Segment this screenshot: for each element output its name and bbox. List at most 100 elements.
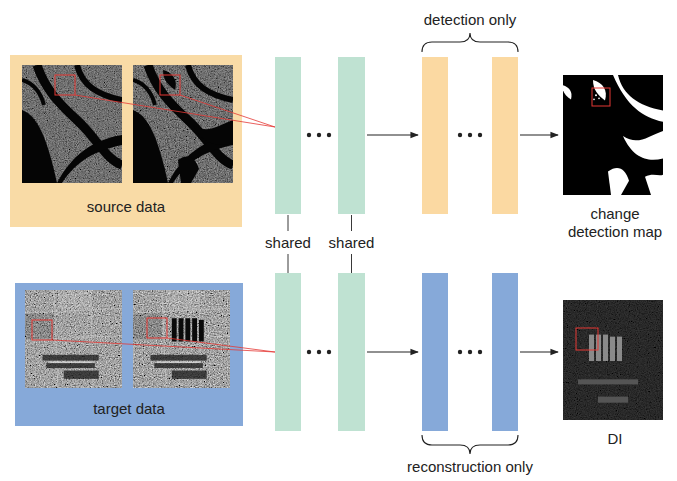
data-panel: source data <box>10 55 242 227</box>
image-cmap <box>563 75 663 195</box>
curly-bracket <box>422 435 518 454</box>
image-src2 <box>133 65 233 183</box>
image-tgt1 <box>54 290 58 388</box>
image-di <box>589 335 622 361</box>
image-cmap <box>623 131 663 160</box>
image-cmap <box>608 168 629 195</box>
image-tgt2 <box>192 318 197 341</box>
reconstruction-layer-bar <box>492 273 518 431</box>
reconstruction-layer-bar <box>422 273 448 431</box>
ellipsis-dots <box>307 133 482 354</box>
image-cmap <box>563 75 663 195</box>
node-label: source data <box>16 198 236 216</box>
image-di <box>578 379 638 384</box>
ellipsis-dots <box>458 350 462 354</box>
image-tgt1 <box>25 290 122 388</box>
shared-label: shared <box>329 234 375 252</box>
highlight-box <box>160 75 180 95</box>
image-cmap <box>593 99 595 101</box>
image-src1 <box>77 65 122 100</box>
image-src1 <box>22 110 57 183</box>
shared-layer-bar <box>338 273 365 431</box>
image-src2 <box>163 70 176 90</box>
image-tgt2 <box>157 361 200 363</box>
image-tgt1 <box>46 363 94 368</box>
leader-line <box>52 340 243 352</box>
image-tgt1 <box>58 290 91 309</box>
leader-line <box>75 95 242 127</box>
image-cmap <box>613 75 663 122</box>
image-tgt2 <box>150 355 206 379</box>
highlight-box <box>592 88 610 106</box>
ellipsis-dots <box>468 350 472 354</box>
image-tgt1 <box>25 313 54 340</box>
image-src2 <box>148 65 233 165</box>
image-src2 <box>133 110 168 183</box>
image-tgt2 <box>199 320 204 342</box>
image-src1 <box>22 65 122 183</box>
ellipsis-dots <box>307 350 311 354</box>
ellipsis-dots <box>327 133 331 137</box>
image-tgt2 <box>133 290 230 388</box>
node-label: DI <box>563 430 667 448</box>
image-tgt2 <box>179 318 184 341</box>
image-src1 <box>37 65 122 165</box>
image-di <box>603 335 608 361</box>
image-di <box>610 337 615 361</box>
image-src2 <box>193 120 233 145</box>
shared-tick <box>351 215 352 231</box>
image-src2 <box>188 65 233 100</box>
image-tgt1 <box>42 355 98 361</box>
ellipsis-dots <box>327 350 331 354</box>
highlight-box <box>55 75 75 95</box>
leader-line <box>180 95 242 127</box>
ellipsis-dots <box>307 133 311 137</box>
image-tgt1 <box>49 361 92 363</box>
image-di <box>589 335 594 361</box>
image-src2 <box>178 157 199 183</box>
image-cmap <box>563 85 572 99</box>
image-tgt1 <box>64 371 99 379</box>
image-di <box>578 379 638 402</box>
image-tgt2 <box>133 290 230 388</box>
node-label: target data <box>21 400 237 418</box>
curly-bracket <box>422 33 518 454</box>
shared-label: shared <box>265 234 311 252</box>
highlight-box <box>147 318 167 338</box>
detection-layer-bar <box>422 57 518 214</box>
image-tgt1 <box>49 361 92 363</box>
image-di <box>563 300 663 420</box>
image-src1 <box>22 65 122 183</box>
ellipsis-dots <box>458 133 462 137</box>
highlight-box <box>576 328 598 350</box>
detection-layer-bar <box>422 57 448 214</box>
image-src1 <box>57 135 122 183</box>
shared-tick <box>288 254 289 273</box>
flow-arrow <box>520 351 558 352</box>
reconstruction-layer-bar <box>422 273 518 431</box>
ellipsis-dots <box>317 133 321 137</box>
ellipsis-dots <box>478 350 482 354</box>
image-tgt2 <box>133 290 230 388</box>
image-tgt2 <box>162 290 166 388</box>
ellipsis-dots <box>317 350 321 354</box>
ellipsis-dots <box>478 133 482 137</box>
ellipsis-dots <box>468 133 472 137</box>
image-tgt2 <box>172 318 204 341</box>
image-src2 <box>133 65 233 183</box>
shared-layer-bar <box>275 57 301 214</box>
node-label: change detection map <box>563 205 667 241</box>
image-src1 <box>22 80 44 105</box>
image-cmap <box>595 94 597 96</box>
image-tgt2 <box>172 318 177 341</box>
bracket-label: detection only <box>424 11 517 29</box>
image-tgt2 <box>133 290 230 388</box>
image-tgt1 <box>25 290 122 388</box>
image-tgt1 <box>25 290 122 388</box>
image-tgt1 <box>42 355 98 379</box>
image-cmap <box>593 80 606 100</box>
image-tgt2 <box>157 361 200 363</box>
curly-bracket <box>422 33 518 52</box>
